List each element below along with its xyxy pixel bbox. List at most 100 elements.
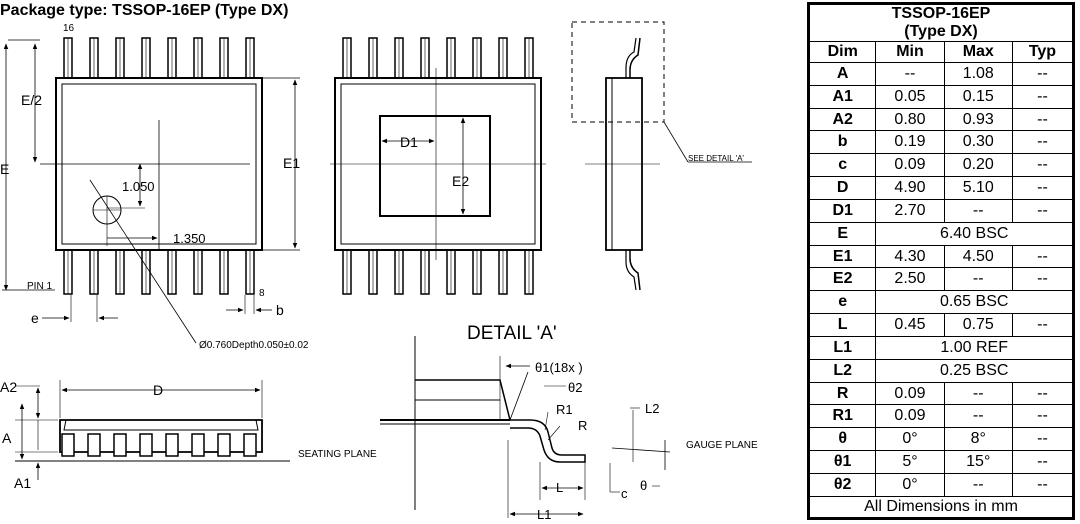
dim-cell: E2 xyxy=(808,267,877,292)
max-cell: 0.75 xyxy=(943,313,1013,337)
dim-cell: L xyxy=(808,313,877,337)
theta2-label: θ2 xyxy=(568,380,582,395)
dim-1350-label: 1.350 xyxy=(173,231,206,246)
dimension-table: TSSOP-16EP (Type DX) Dim Min Max Typ A--… xyxy=(808,4,1074,518)
typ-cell: -- xyxy=(1011,427,1074,452)
pin16-label: 16 xyxy=(63,23,75,34)
gauge-plane-label: GAUGE PLANE xyxy=(686,440,758,451)
front-view-labels: A2 A A1 D SEATING PLANE xyxy=(0,379,377,491)
pin1-label: PIN 1 xyxy=(27,281,52,292)
front-lead-3 xyxy=(113,433,127,457)
e-half-label: E/2 xyxy=(21,92,42,108)
a-label: A xyxy=(2,430,12,446)
min-cell: 4.30 xyxy=(875,244,945,269)
dim-cell: A2 xyxy=(808,107,877,132)
see-detail-label: SEE DETAIL 'A' xyxy=(688,154,744,163)
typ-cell: -- xyxy=(1011,107,1074,132)
table-footer-row: All Dimensions in mm xyxy=(809,496,1073,518)
e1-label: E1 xyxy=(283,155,300,171)
l-label: L xyxy=(556,480,563,495)
detail-title: DETAIL 'A' xyxy=(467,323,557,344)
typ-cell: -- xyxy=(1011,198,1074,223)
top-leads-upper xyxy=(63,37,255,79)
detail-a-labels: DETAIL 'A' θ1(18x ) θ2 R1 R L2 GAUGE PLA… xyxy=(467,323,758,522)
seating-plane-label: SEATING PLANE xyxy=(298,449,377,460)
bottom-view xyxy=(330,37,546,295)
front-view xyxy=(15,380,290,480)
dim-cell: L2 xyxy=(808,358,877,383)
top-view xyxy=(2,37,300,344)
table-footer: All Dimensions in mm xyxy=(809,496,1073,518)
r1-label: R1 xyxy=(556,402,573,417)
hole-note: Ø0.760Depth0.050±0.02 xyxy=(199,340,309,351)
span-cell: 0.65 BSC xyxy=(875,290,1073,315)
r-label: R xyxy=(578,418,587,433)
table-header-row: Dim Min Max Typ xyxy=(808,41,1074,63)
dim-cell: D1 xyxy=(808,198,877,223)
dim-cell: θ2 xyxy=(808,472,877,498)
min-cell: -- xyxy=(875,62,945,86)
front-lead-8 xyxy=(243,433,257,457)
max-cell: 0.20 xyxy=(943,153,1013,178)
typ-cell: -- xyxy=(1011,472,1074,498)
table-row: A--1.08-- xyxy=(808,62,1074,86)
min-cell: 0° xyxy=(875,472,945,498)
dim-cell: L1 xyxy=(808,335,877,360)
dim-cell: R xyxy=(808,381,877,406)
typ-cell: -- xyxy=(1011,267,1074,292)
theta1-label: θ1(18x ) xyxy=(535,360,583,375)
min-cell: 0.09 xyxy=(875,153,945,178)
dim-cell: θ xyxy=(808,427,877,452)
min-cell: 0° xyxy=(875,427,945,452)
l1-label: L1 xyxy=(537,507,551,522)
dimension-table-panel: TSSOP-16EP (Type DX) Dim Min Max Typ A--… xyxy=(807,2,1075,520)
l2-label: L2 xyxy=(645,401,659,416)
theta-label: θ xyxy=(640,478,647,493)
min-cell: 0.09 xyxy=(875,404,945,429)
header-dim: Dim xyxy=(808,41,877,63)
typ-cell: -- xyxy=(1011,176,1074,200)
c-label: c xyxy=(621,486,628,501)
typ-cell: -- xyxy=(1011,381,1074,406)
min-cell: 0.45 xyxy=(875,313,945,337)
table-title-line2: (Type DX) xyxy=(904,23,978,40)
detail-box xyxy=(571,21,665,123)
dim-1050-label: 1.050 xyxy=(122,179,155,194)
header-typ: Typ xyxy=(1011,41,1074,63)
dim-cell: e xyxy=(808,290,877,315)
max-cell: -- xyxy=(943,267,1013,292)
typ-cell: -- xyxy=(1011,404,1074,429)
dim-cell: A1 xyxy=(808,84,877,109)
max-cell: 0.15 xyxy=(943,84,1013,109)
detail-lead xyxy=(510,419,586,463)
package-drawing: Package type: TSSOP-16EP (Type DX) xyxy=(0,2,758,522)
typ-cell: -- xyxy=(1011,153,1074,178)
top-leads-lower xyxy=(63,249,255,295)
d1-label: D1 xyxy=(400,134,418,150)
min-cell: 0.09 xyxy=(875,381,945,406)
dim-cell: D xyxy=(808,176,877,200)
typ-cell: -- xyxy=(1011,62,1074,86)
page-title: Package type: TSSOP-16EP (Type DX) xyxy=(0,2,288,19)
span-cell: 6.40 BSC xyxy=(875,221,1073,246)
a1-label: A1 xyxy=(14,475,31,491)
span-cell: 0.25 BSC xyxy=(875,358,1073,383)
typ-cell: -- xyxy=(1011,130,1074,155)
e-label: E xyxy=(0,161,9,177)
max-cell: 4.50 xyxy=(943,244,1013,269)
min-cell: 0.80 xyxy=(875,107,945,132)
front-lead-4 xyxy=(139,433,153,457)
max-cell: 5.10 xyxy=(943,176,1013,200)
min-cell: 0.19 xyxy=(875,130,945,155)
typ-cell: -- xyxy=(1011,244,1074,269)
d-label: D xyxy=(153,382,163,398)
min-cell: 2.50 xyxy=(875,267,945,292)
side-lead-bottom xyxy=(629,250,641,291)
